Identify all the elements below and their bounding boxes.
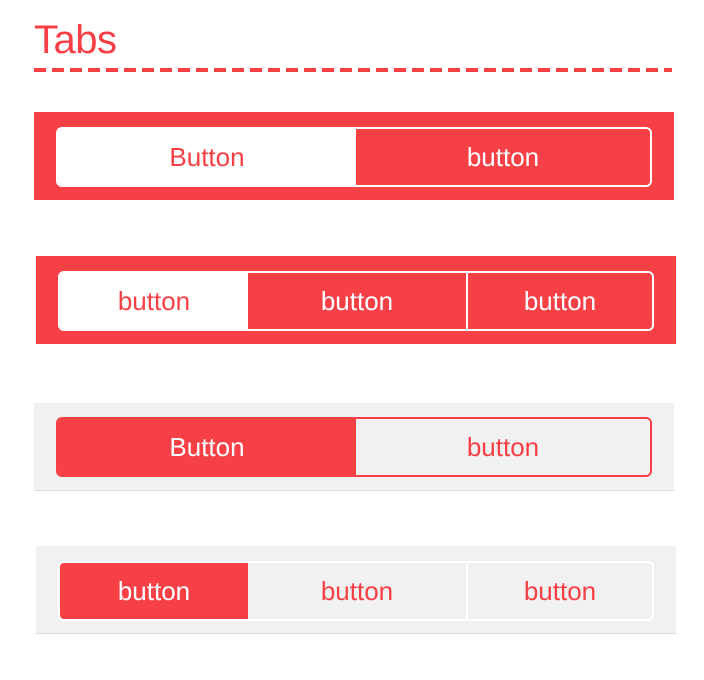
tab-1-button-1[interactable]: Button <box>58 129 356 185</box>
segmented-control-2: button button button <box>58 271 654 331</box>
segmented-control-4: button button button <box>58 561 654 621</box>
tab-2-button-2[interactable]: button <box>248 273 466 329</box>
tab-2-button-3[interactable]: button <box>466 273 652 329</box>
segmented-control-3: Button button <box>56 417 652 477</box>
tab-1-button-2[interactable]: button <box>356 129 650 185</box>
page-title: Tabs <box>34 18 117 62</box>
title-dashed-divider <box>34 68 672 72</box>
tab-4-button-3[interactable]: button <box>466 563 652 619</box>
tab-3-button-1[interactable]: Button <box>58 419 356 475</box>
tab-3-button-2[interactable]: button <box>356 419 650 475</box>
segmented-control-1: Button button <box>56 127 652 187</box>
tab-4-button-2[interactable]: button <box>248 563 466 619</box>
tab-2-button-1[interactable]: button <box>60 273 248 329</box>
tab-4-button-1[interactable]: button <box>60 563 248 619</box>
